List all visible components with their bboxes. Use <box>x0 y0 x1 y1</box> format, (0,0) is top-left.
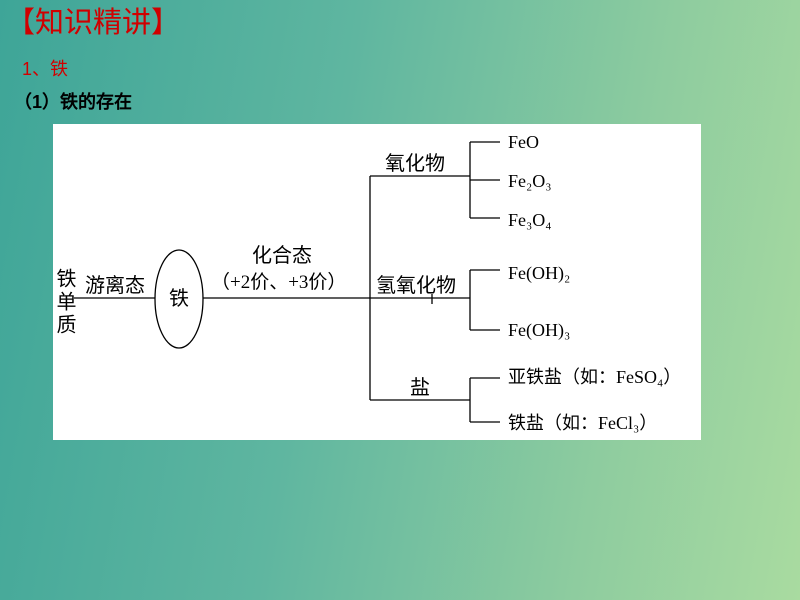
valence-label: （+2价、+3价） <box>211 272 347 293</box>
leaf-item: 铁盐（如：FeCl₃） <box>508 413 658 433</box>
leaf-item: 亚铁盐（如：FeSO₄） <box>508 367 682 387</box>
free-state-label: 游离态 <box>85 275 145 297</box>
combined-state-label: 化合态 <box>252 245 312 267</box>
section-heading: 1、铁 <box>22 59 69 79</box>
leaf-item: Fe₂O₃ <box>508 171 552 191</box>
diagram-board: 铁单质 游离态 铁 化合态 （+2价、+3价） 氧化物 FeO Fe₂O₃ Fe… <box>53 124 701 440</box>
leaf-item: Fe₃O₄ <box>508 210 552 230</box>
leaf-item: FeO <box>508 132 539 152</box>
leaf-item: Fe(OH)₂ <box>508 263 571 283</box>
leaf-item: Fe(OH)₃ <box>508 320 571 340</box>
root-label: 铁单质 <box>53 268 75 337</box>
diagram-lines <box>74 141 500 423</box>
subsection-heading: （1）铁的存在 <box>14 92 133 112</box>
branch-label-hydroxide: 氢氧化物 <box>376 275 456 297</box>
iron-ellipse <box>154 249 204 349</box>
slide-title: 【知识精讲】 <box>6 7 181 39</box>
branch-label-oxide: 氧化物 <box>385 153 445 175</box>
branch-label-salt: 盐 <box>410 377 430 399</box>
element-label: 铁 <box>169 288 189 310</box>
